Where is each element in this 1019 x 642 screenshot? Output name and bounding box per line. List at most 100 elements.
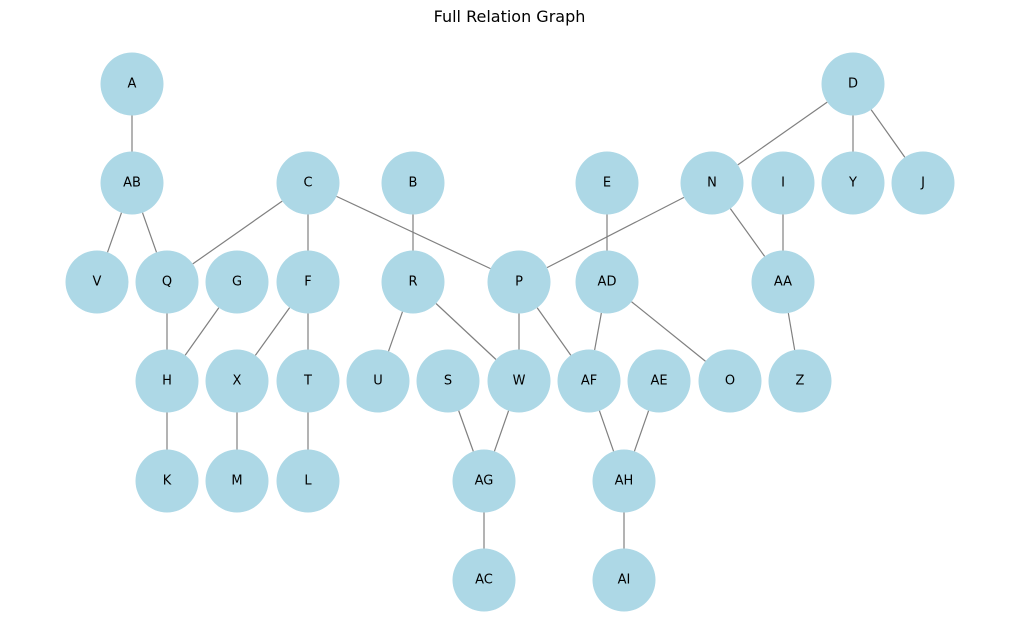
node-circle [627, 349, 691, 413]
node-v: V [65, 250, 129, 314]
node-label: AD [598, 275, 617, 290]
node-circle [276, 250, 340, 314]
node-circle [416, 349, 480, 413]
node-ag: AG [452, 449, 516, 513]
node-label: E [603, 176, 611, 191]
node-f: F [276, 250, 340, 314]
node-circle [821, 151, 885, 215]
node-label: AC [475, 573, 493, 588]
node-circle [891, 151, 955, 215]
node-r: R [381, 250, 445, 314]
edge-ad-o [631, 301, 706, 362]
node-circle [381, 250, 445, 314]
node-d: D [821, 52, 885, 116]
node-s: S [416, 349, 480, 413]
edge-af-ah [598, 410, 615, 452]
node-circle [276, 349, 340, 413]
node-label: Z [796, 374, 805, 389]
node-circle [575, 250, 639, 314]
node-label: T [303, 374, 312, 389]
node-label: D [848, 77, 858, 92]
node-h: H [135, 349, 199, 413]
node-ah: AH [592, 449, 656, 513]
node-label: K [163, 474, 172, 489]
edge-d-n [737, 101, 828, 166]
node-label: O [725, 374, 735, 389]
edge-g-h [184, 307, 220, 356]
node-c: C [276, 151, 340, 215]
node-label: W [513, 374, 526, 389]
node-p: P [487, 250, 551, 314]
node-circle [575, 151, 639, 215]
edge-c-q [192, 200, 283, 265]
node-label: AI [618, 573, 631, 588]
node-u: U [346, 349, 410, 413]
node-label: Y [848, 176, 857, 191]
node-o: O [698, 349, 762, 413]
node-l: L [276, 449, 340, 513]
node-circle [205, 250, 269, 314]
node-ac: AC [452, 548, 516, 612]
node-b: B [381, 151, 445, 215]
node-label: A [128, 77, 137, 92]
edge-r-w [435, 303, 497, 360]
node-label: R [408, 275, 417, 290]
node-circle [205, 349, 269, 413]
node-ab: AB [100, 151, 164, 215]
node-circle [768, 349, 832, 413]
node-label: AG [475, 474, 494, 489]
edge-n-aa [729, 208, 766, 257]
node-circle [592, 449, 656, 513]
node-circle [452, 548, 516, 612]
node-x: X [205, 349, 269, 413]
node-circle [135, 349, 199, 413]
edge-w-ag [493, 410, 510, 452]
node-label: S [444, 374, 452, 389]
node-n: N [680, 151, 744, 215]
node-label: I [781, 176, 785, 191]
node-circle [821, 52, 885, 116]
edge-n-p [546, 196, 685, 269]
node-i: I [751, 151, 815, 215]
node-label: M [231, 474, 242, 489]
node-label: J [920, 176, 925, 191]
node-circle [276, 449, 340, 513]
node-k: K [135, 449, 199, 513]
edge-r-u [387, 311, 404, 352]
node-circle [100, 151, 164, 215]
node-circle [100, 52, 164, 116]
node-ai: AI [592, 548, 656, 612]
node-circle [557, 349, 621, 413]
node-label: AE [650, 374, 667, 389]
node-circle [135, 250, 199, 314]
node-q: Q [135, 250, 199, 314]
node-label: H [162, 374, 172, 389]
node-label: Q [162, 275, 172, 290]
node-w: W [487, 349, 551, 413]
edge-ad-af [594, 312, 602, 351]
node-label: U [373, 374, 383, 389]
node-label: AA [774, 275, 792, 290]
node-y: Y [821, 151, 885, 215]
node-label: G [232, 275, 242, 290]
node-circle [452, 449, 516, 513]
edges [106, 101, 906, 549]
node-circle [487, 250, 551, 314]
node-label: AH [615, 474, 634, 489]
node-ad: AD [575, 250, 639, 314]
node-circle [487, 349, 551, 413]
node-z: Z [768, 349, 832, 413]
node-circle [751, 250, 815, 314]
node-circle [592, 548, 656, 612]
edge-d-j [870, 109, 906, 158]
node-circle [751, 151, 815, 215]
node-circle [381, 151, 445, 215]
node-label: AB [123, 176, 141, 191]
node-label: F [304, 275, 311, 290]
node-a: A [100, 52, 164, 116]
node-circle [276, 151, 340, 215]
node-circle [65, 250, 129, 314]
node-label: N [707, 176, 717, 191]
